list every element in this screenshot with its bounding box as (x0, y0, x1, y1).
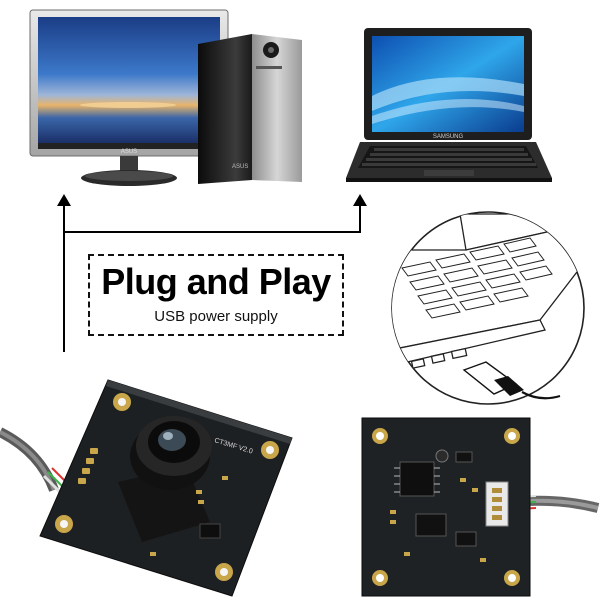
label-subtitle: USB power supply (154, 308, 278, 325)
laptop-brand: SAMSUNG (433, 134, 464, 140)
laptop-icon: SAMSUNG (342, 26, 557, 186)
monitor-brand: ASUS (121, 149, 137, 155)
laptop-usb-port-illustration (390, 210, 586, 406)
plug-and-play-box (88, 254, 344, 336)
camera-lens (118, 416, 212, 542)
desktop-tower-icon: ASUS (192, 30, 307, 188)
usb-plug-icon (462, 361, 561, 400)
usb-camera-board-front: CT3MF V2.0 (0, 372, 300, 600)
tower-brand: ASUS (232, 164, 248, 170)
monitor-icon: ASUS (28, 8, 233, 188)
usb-camera-board-back (360, 412, 600, 600)
label-title: Plug and Play (101, 261, 331, 302)
